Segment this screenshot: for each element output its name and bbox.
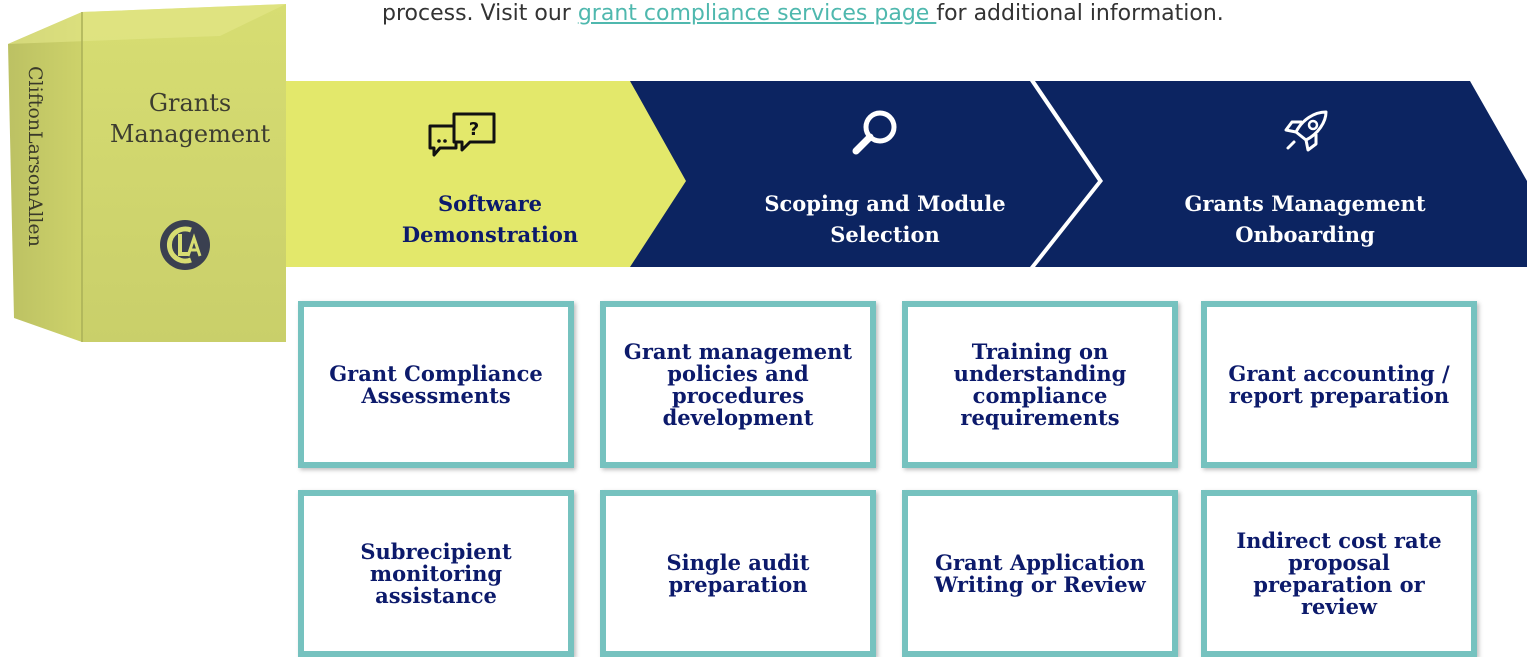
service-tile: Subrecipient monitoring assistance bbox=[298, 490, 574, 657]
cla-logo-icon bbox=[158, 218, 212, 272]
step-1-chevron bbox=[250, 81, 690, 267]
service-tile: Grant Compliance Assessments bbox=[298, 301, 574, 468]
service-tile: Indirect cost rate proposal preparation … bbox=[1201, 490, 1477, 657]
step-1-line2: Demonstration bbox=[401, 222, 579, 247]
service-tile: Single audit preparation bbox=[600, 490, 876, 657]
step-3-line2: Onboarding bbox=[1235, 222, 1375, 247]
process-chevrons bbox=[250, 81, 1527, 267]
step-2-line1: Scoping and Module bbox=[764, 191, 1006, 216]
intro-before: process. Visit our bbox=[382, 1, 578, 26]
intro-after: for additional information. bbox=[936, 1, 1224, 26]
svg-text:?: ? bbox=[469, 119, 479, 140]
box-spine-text: CliftonLarsonAllen bbox=[24, 66, 46, 247]
service-tile: Grant Application Writing or Review bbox=[902, 490, 1178, 657]
step-3-label: Grants Management Onboarding bbox=[1155, 188, 1455, 250]
step-3-line1: Grants Management bbox=[1184, 191, 1426, 216]
step-2-chevron bbox=[630, 81, 1098, 267]
box-title: Grants Management bbox=[109, 89, 271, 148]
product-box: CliftonLarsonAllen Grants Management bbox=[0, 0, 300, 350]
service-tile: Grant management policies and procedures… bbox=[600, 301, 876, 468]
service-tile: Training on understanding compliance req… bbox=[902, 301, 1178, 468]
magnifier-icon bbox=[850, 108, 900, 158]
step-3-chevron bbox=[1035, 81, 1527, 267]
product-box-shape bbox=[8, 4, 286, 342]
service-tile: Grant accounting / report preparation bbox=[1201, 301, 1477, 468]
step-1-label: Software Demonstration bbox=[340, 188, 640, 250]
step-1-line1: Software bbox=[437, 191, 542, 216]
chat-question-icon: ? bbox=[424, 110, 500, 166]
step-2-line2: Selection bbox=[830, 222, 940, 247]
intro-text: process. Visit our grant compliance serv… bbox=[382, 0, 1502, 34]
grant-compliance-services-link[interactable]: grant compliance services page bbox=[577, 1, 937, 26]
rocket-icon bbox=[1280, 108, 1332, 154]
process-steps: ? Software Demonstration Scoping and Mod… bbox=[0, 0, 1527, 300]
step-2-label: Scoping and Module Selection bbox=[735, 188, 1035, 250]
